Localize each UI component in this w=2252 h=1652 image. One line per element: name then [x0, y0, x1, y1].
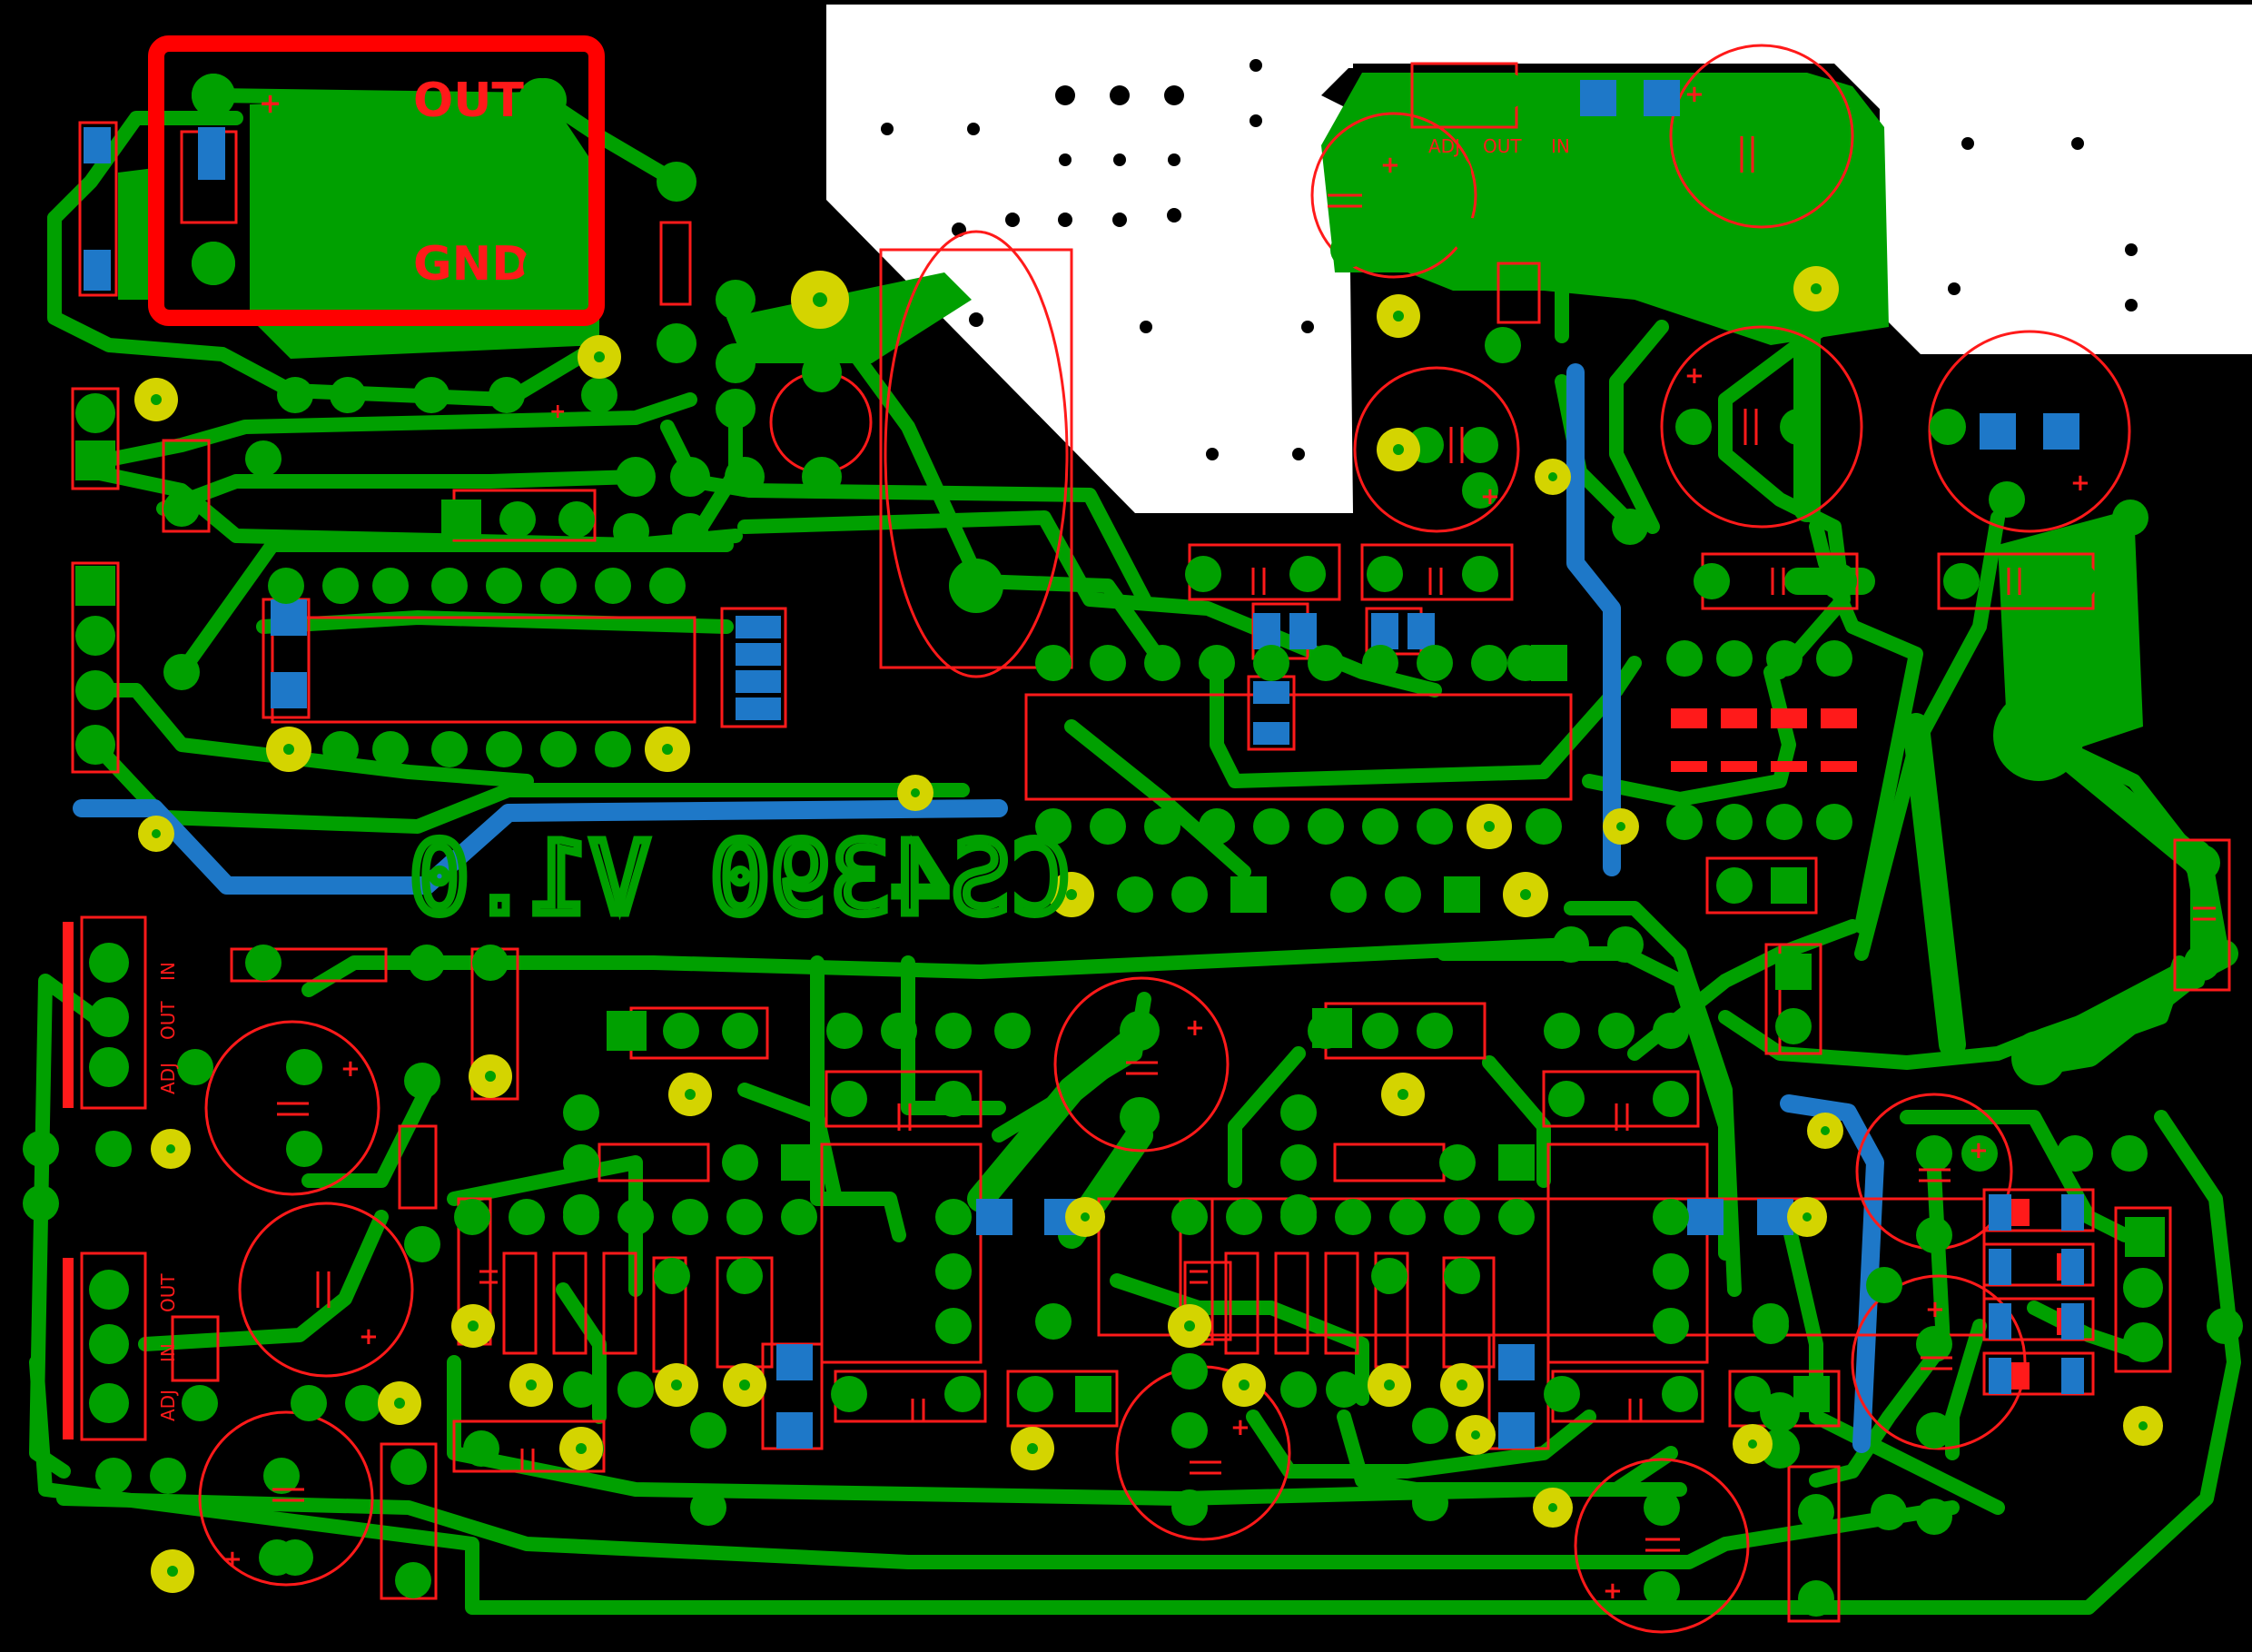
regulator-left-b-labels: OUT IN ADJ: [157, 1273, 179, 1421]
plus-label: +: [549, 401, 566, 423]
silk-plus-signs: + + + + + + + + + + + + + + +: [222, 81, 2090, 1605]
plus-label: +: [1230, 1414, 1250, 1441]
plus-label: +: [1185, 1014, 1205, 1042]
plus-label: +: [1480, 483, 1500, 510]
plus-label: +: [2070, 470, 2090, 497]
plus-label: +: [359, 1323, 379, 1350]
reg-top-adj-label: ADJ: [1428, 135, 1460, 157]
capacitor-symbols: [272, 136, 2216, 1552]
smd-pads: [84, 80, 2084, 1449]
plus-label: +: [1380, 152, 1400, 179]
reg-b-out-label: OUT: [157, 1273, 179, 1312]
reg-a-out-label: OUT: [157, 1001, 179, 1040]
regulator-gnd-pad: [523, 244, 567, 288]
plus-label: +: [341, 1055, 361, 1083]
regulator-left-a-labels: IN OUT ADJ: [157, 962, 179, 1094]
plus-label: +: [259, 88, 282, 120]
reg-top-in-label: IN: [1551, 135, 1570, 157]
board-title-group: CS4390 V1.0: [405, 816, 1074, 941]
regulator-gnd-label: GND: [413, 237, 530, 292]
regulator-pad: [192, 242, 235, 285]
reg-a-in-label: IN: [157, 962, 179, 981]
reg-top-out-label: OUT: [1483, 135, 1522, 157]
regulator-top-labels: ADJ OUT IN: [1428, 135, 1570, 157]
reg-b-adj-label: ADJ: [157, 1390, 179, 1421]
reg-a-adj-label: ADJ: [157, 1063, 179, 1094]
blue-traces: [73, 363, 1884, 1453]
regulator-box: OUT GND: [148, 35, 605, 326]
white-heatsink-area: [826, 5, 2252, 513]
plus-label: +: [1603, 1578, 1623, 1605]
regulator-out-label: OUT: [413, 74, 524, 128]
plus-label: +: [1925, 1296, 1945, 1323]
regulator-out-pad: [523, 78, 567, 122]
reg-b-in-label: IN: [157, 1343, 179, 1362]
plus-label: +: [222, 1546, 242, 1573]
regulator-in-pad: [192, 74, 235, 117]
regulator-outline: [148, 35, 605, 326]
plus-label: +: [1684, 362, 1704, 390]
plus-label: +: [1969, 1137, 1989, 1164]
plus-label: +: [1684, 81, 1704, 108]
board-title: CS4390 V1.0: [410, 820, 1071, 936]
vias: [134, 266, 2163, 1593]
